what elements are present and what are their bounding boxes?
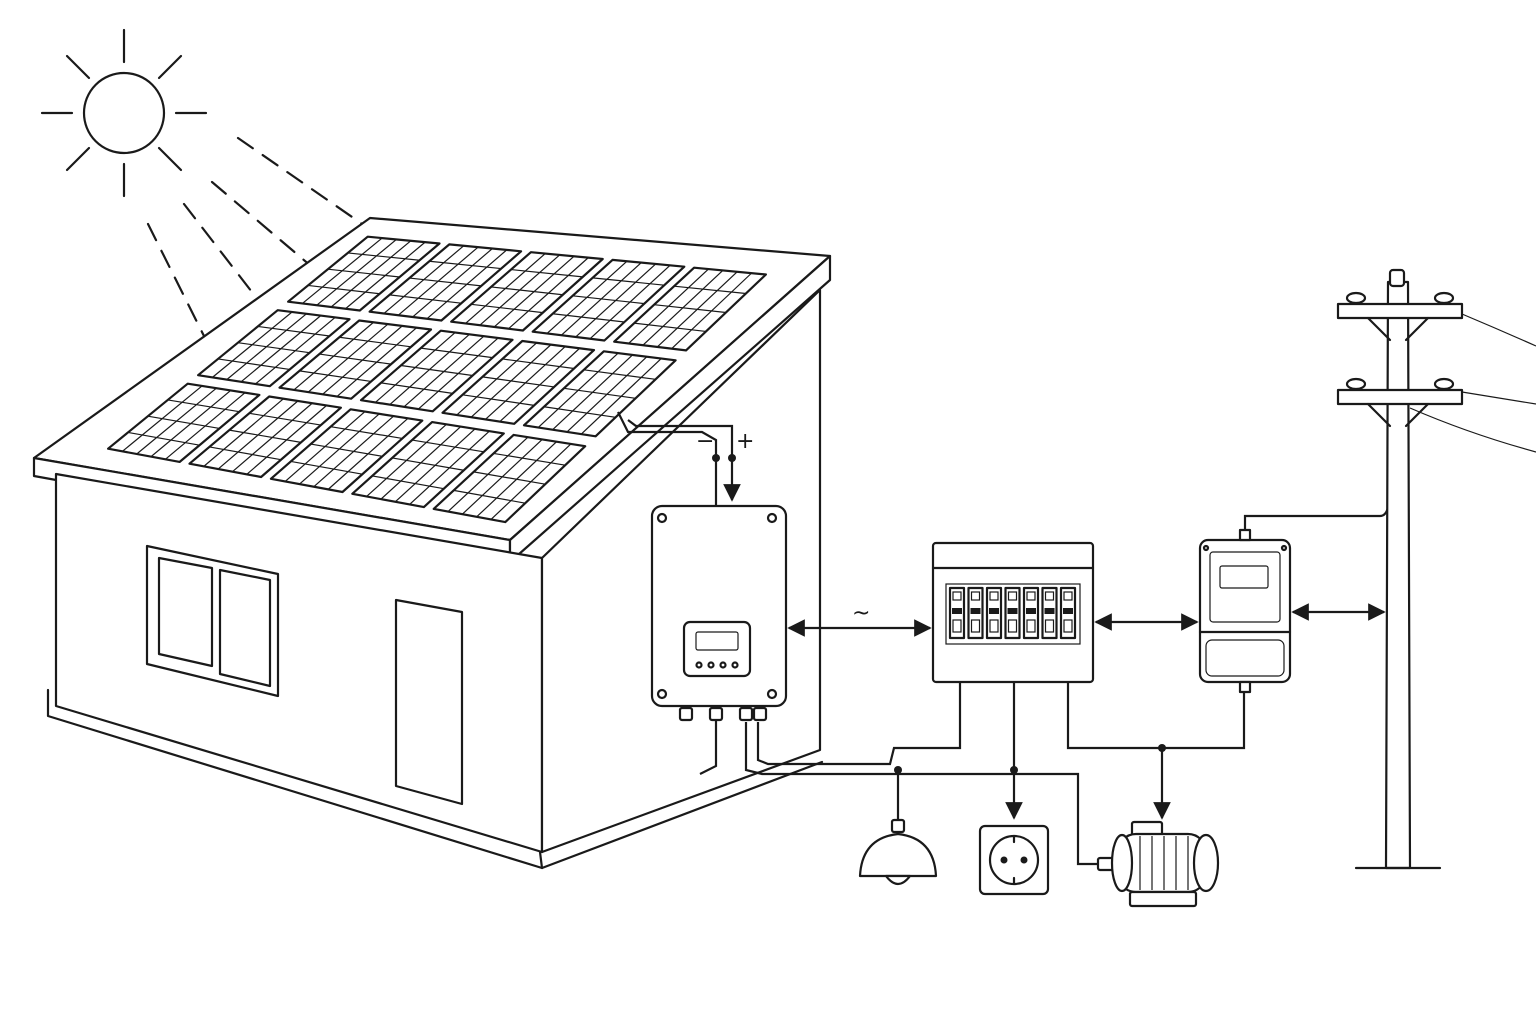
solar-panel: [188, 395, 342, 479]
sun-icon: [40, 28, 208, 198]
window: [145, 544, 280, 698]
solar-panel-icon: [106, 235, 768, 524]
circuit-breaker: [1059, 586, 1077, 640]
solar-panel: [197, 309, 351, 388]
solar-panel: [531, 258, 686, 342]
circuit-breaker: [948, 586, 966, 640]
inverter-icon: [650, 504, 788, 722]
solar-panel: [441, 339, 596, 425]
load-wiring: [699, 682, 1246, 866]
solar-panel: [278, 319, 433, 400]
solar-panel: [269, 408, 424, 494]
solar-panel: [613, 266, 768, 352]
solar-panel: [106, 382, 261, 463]
solar-panel: [359, 329, 514, 413]
electric-motor-icon: [1096, 820, 1220, 908]
solar-panel: [351, 421, 505, 509]
breaker-panel-icon: [931, 541, 1095, 684]
ac-symbol-label: ~: [852, 601, 870, 626]
solar-panel: [368, 243, 523, 322]
circuit-breaker: [1041, 586, 1058, 640]
solar-panel: [450, 251, 604, 332]
dc-positive-label: +: [736, 429, 754, 454]
solar-panel: [522, 350, 677, 438]
pendant-lamp-icon: [858, 818, 938, 886]
electricity-meter-icon: [1198, 528, 1292, 694]
circuit-breaker: [1004, 586, 1021, 640]
circuit-breaker: [1022, 586, 1040, 640]
circuit-breaker: [967, 586, 984, 640]
solar-panel: [287, 235, 441, 312]
utility-pole-icon: [1336, 268, 1536, 870]
service-drop-wire: [1243, 360, 1392, 530]
door: [394, 598, 464, 806]
solar-panel: [432, 433, 587, 524]
dc-cable: − +: [617, 411, 754, 506]
power-socket-icon: [978, 824, 1050, 896]
circuit-breaker: [985, 586, 1003, 640]
dc-negative-label: −: [696, 429, 714, 454]
